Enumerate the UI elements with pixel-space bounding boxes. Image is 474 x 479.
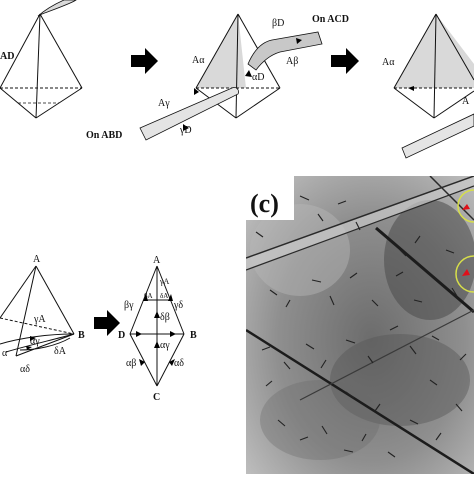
panel-label-c: (c) — [250, 189, 279, 218]
micrograph-features — [246, 176, 474, 474]
thompson-diagram-1: A B γA αγ αδ δA α — [0, 254, 85, 375]
tetra2-edge — [195, 13, 239, 89]
diag2-edge-bc — [156, 333, 185, 387]
tetra3-edge — [433, 13, 437, 119]
diag1-edge — [15, 333, 75, 357]
diag1-label-deltaa: δA — [54, 346, 67, 357]
arrowhead-icon — [245, 70, 252, 77]
tetra3-edge — [393, 13, 437, 89]
diag2-label-deltaa: δA — [160, 292, 168, 300]
diag2-label-deltabeta: δβ — [160, 312, 170, 323]
diag1-arc — [0, 333, 75, 345]
arrowhead-icon — [136, 331, 142, 337]
diag1-hidden-edge — [0, 317, 75, 335]
highlight-circle — [455, 255, 474, 293]
tetra2-label-alphad: αD — [252, 72, 264, 83]
arrow-right-icon — [94, 310, 120, 336]
tetra3-edge — [433, 90, 474, 119]
arrow-right-icon — [331, 48, 359, 74]
diag1-vertex-a: A — [33, 254, 41, 265]
diag1-edge — [0, 265, 37, 319]
diag2-label-betagamma: βγ — [124, 300, 134, 311]
arrowhead-icon — [143, 294, 148, 301]
highlight-circle — [457, 189, 474, 223]
diag2-label-alphadelta: αδ — [174, 358, 184, 369]
diag1-label-alphagamma: αγ — [30, 336, 40, 347]
arrowhead-icon — [154, 341, 160, 348]
diag1-label-alpha: α — [2, 348, 8, 359]
arrowhead-icon — [139, 359, 145, 366]
diag1-arc — [19, 337, 71, 351]
tetra1-label-ad: AD — [0, 51, 14, 62]
arrowhead-icon — [170, 331, 176, 337]
red-marker — [462, 269, 470, 276]
tetra1-edge — [39, 13, 83, 89]
diag2-vertex-a: A — [153, 255, 161, 266]
diag2-label-alphabeta: αβ — [126, 358, 136, 369]
diag2-vertex-b: B — [190, 330, 197, 341]
tetra2-label-abeta: Aβ — [286, 56, 298, 67]
thompson-diagram-2: A B C D γA βA δA βγ γδ δβ αγ αβ αδ — [118, 255, 197, 403]
tetra2-shaded-face — [196, 14, 246, 88]
arrowhead-icon — [296, 38, 302, 44]
label-backdrop — [246, 176, 294, 220]
tetra1-dislocation-ribbon — [37, 0, 77, 17]
tetra2-on-abd: On ABD — [86, 130, 122, 141]
tetra3-label-aalpha: Aα — [382, 57, 395, 68]
diag2-label-betaa: βA — [144, 292, 153, 300]
diag1-label-alphadelta: αδ — [20, 364, 30, 375]
diag1-arc — [5, 333, 75, 353]
diag2-label-alphagamma: αγ — [160, 340, 170, 351]
tetra1-edge — [35, 13, 41, 119]
tetra2-edge — [235, 13, 239, 119]
diag1-vertex-b: B — [78, 330, 85, 341]
tetra2-label-aalpha: Aα — [192, 55, 205, 66]
tetra1-edge — [0, 13, 41, 89]
tetrahedron-2: Aα βD Aβ αD Aγ γD On ACD On ABD — [86, 13, 349, 141]
tetrahedron-1: AD — [0, 0, 83, 119]
tetra2-label-betad: βD — [272, 18, 284, 29]
arrowhead-icon — [154, 311, 160, 318]
tetra2-ribbon-upper — [247, 31, 323, 71]
arrowhead-icon — [30, 336, 36, 341]
tetra2-edge — [235, 87, 281, 119]
tetra3-shaded-face — [394, 14, 474, 88]
diag1-label-gammaa: γA — [33, 314, 46, 325]
arrowhead-icon — [408, 86, 414, 91]
tetra2-label-agamma: Aγ — [158, 98, 170, 109]
arrow-right-icon — [131, 48, 158, 74]
micrograph-panel: (c) — [246, 176, 474, 474]
diag1-edge — [35, 265, 75, 335]
tetrahedron-3: Aα A — [382, 13, 474, 159]
red-marker — [462, 204, 470, 210]
tetra3-edge — [435, 13, 474, 81]
arrowhead-icon — [183, 124, 189, 131]
arrowhead-icon — [168, 294, 173, 301]
tetra2-label-gammad: γD — [179, 125, 192, 136]
tetra3-label-partial: A — [462, 96, 470, 107]
diag2-vertex-c: C — [153, 392, 160, 403]
tetra2-on-acd: On ACD — [312, 14, 349, 25]
diag1-edge — [15, 265, 37, 357]
arrowhead-icon — [194, 88, 199, 95]
diag2-edge-dc — [129, 333, 158, 387]
diag2-label-gammadelta: γδ — [173, 300, 183, 311]
diag2-vertex-d: D — [118, 330, 125, 341]
arrowhead-icon — [26, 346, 32, 350]
tetra3-edge — [393, 87, 435, 119]
tetra1-edge — [35, 87, 83, 119]
tetra3-ribbon — [401, 113, 474, 159]
arrowhead-icon — [169, 359, 175, 366]
diag2-label-gammaa: γA — [159, 277, 170, 286]
tetra2-ribbon-lower — [139, 87, 239, 141]
